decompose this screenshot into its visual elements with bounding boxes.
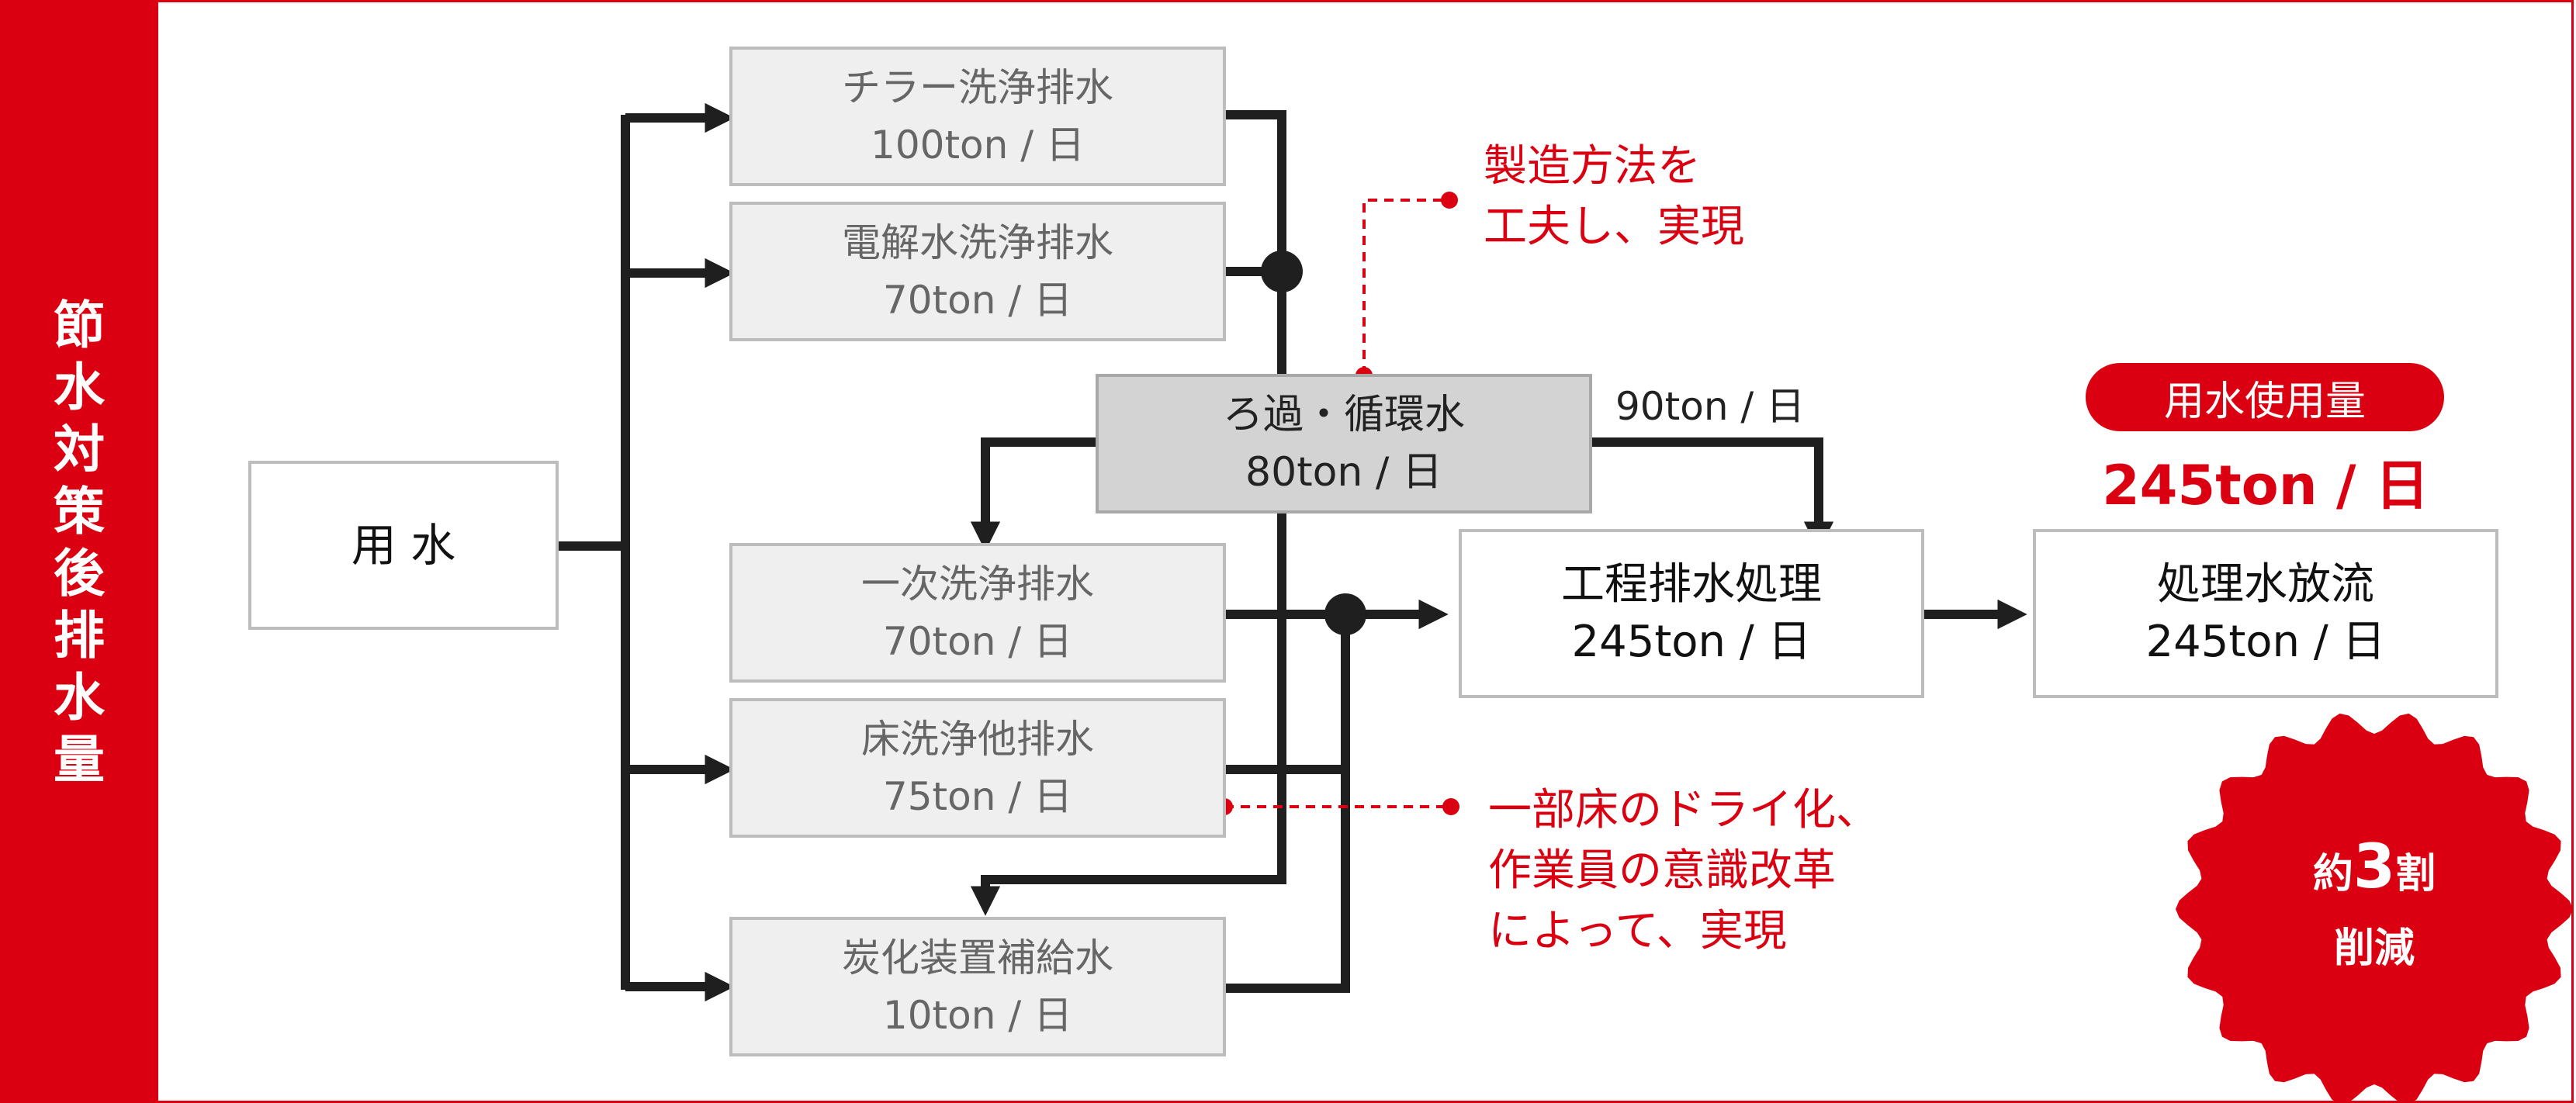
recycle-name: ろ過・循環水 [1222, 392, 1465, 438]
input-value: 70ton / 日 [882, 619, 1073, 664]
usage-value: 245ton / 日 [2102, 454, 2429, 517]
usage-pill: 用水使用量 [2086, 363, 2444, 431]
note-manufacturing: 製造方法を 工夫し、実現 [1484, 137, 1744, 258]
discharge-name: 処理水放流 [2157, 559, 2374, 610]
carbonizer-outlet [1224, 614, 1350, 993]
reduction-number: 3 [2353, 832, 2396, 902]
reduction-line-1: 約3割 [2188, 830, 2560, 911]
recycle-flow-label: 90ton / 日 [1615, 384, 1806, 429]
input-value: 100ton / 日 [871, 123, 1085, 168]
recycle-down [970, 506, 1286, 916]
diagram-frame [158, 0, 2574, 1103]
input-box-floor: 床洗浄他排水 75ton / 日 [729, 698, 1226, 838]
note-line: によって、実現 [1488, 906, 1787, 956]
note-line: 製造方法を [1484, 141, 1701, 192]
reduction-badge-shape [2176, 713, 2573, 1103]
junction-upper [1261, 251, 1303, 292]
input-box-carbonizer: 炭化装置補給水 10ton / 日 [729, 917, 1226, 1056]
input-name: 床洗浄他排水 [861, 717, 1094, 762]
note-floor: 一部床のドライ化、 作業員の意識改革 によって、実現 [1488, 780, 1879, 962]
treatment-value: 245ton / 日 [1571, 617, 1812, 667]
callout-manufacturing-line [1362, 199, 1449, 375]
reduction-badge: 約3割 削減 [2188, 830, 2560, 986]
recycle-box: ろ過・循環水 80ton / 日 [1096, 374, 1592, 513]
input-value: 70ton / 日 [882, 278, 1073, 323]
input-value: 75ton / 日 [882, 774, 1073, 819]
sidebar-label: 節水対策後排水量 [54, 296, 105, 790]
callout-manufacturing-dot-b [1441, 192, 1458, 209]
input-box-electrolysis: 電解水洗浄排水 70ton / 日 [729, 202, 1226, 341]
input-name: 炭化装置補給水 [842, 935, 1113, 980]
sidebar-band: 節水対策後排水量 [0, 0, 158, 1103]
input-name: 電解水洗浄排水 [842, 220, 1113, 265]
treatment-name: 工程排水処理 [1561, 559, 1822, 610]
discharge-value: 245ton / 日 [2145, 617, 2386, 667]
note-line: 作業員の意識改革 [1488, 845, 1836, 896]
note-line: 工夫し、実現 [1484, 202, 1744, 252]
input-name: チラー洗浄排水 [842, 65, 1113, 110]
input-name: 一次洗浄排水 [861, 562, 1094, 607]
callout-floor-dot-b [1442, 798, 1459, 815]
note-line: 一部床のドライ化、 [1488, 785, 1879, 835]
input-value: 10ton / 日 [882, 993, 1073, 1038]
input-box-chiller: チラー洗浄排水 100ton / 日 [729, 47, 1226, 186]
reduction-suffix: 割 [2395, 851, 2436, 897]
recycle-value: 80ton / 日 [1245, 449, 1442, 496]
recycle-to-treatment [1589, 437, 1834, 552]
junction-lower [1324, 593, 1366, 635]
source-box: 用 水 [248, 461, 559, 630]
reduction-prefix: 約 [2312, 851, 2353, 897]
chiller-outlet [1224, 110, 1286, 375]
source-label: 用 水 [351, 519, 456, 572]
treatment-box: 工程排水処理 245ton / 日 [1459, 529, 1924, 698]
input-box-primary: 一次洗浄排水 70ton / 日 [729, 543, 1226, 683]
reduction-line-2: 削減 [2333, 925, 2415, 972]
discharge-box: 処理水放流 245ton / 日 [2033, 529, 2498, 698]
recycle-to-primary [970, 437, 1099, 552]
